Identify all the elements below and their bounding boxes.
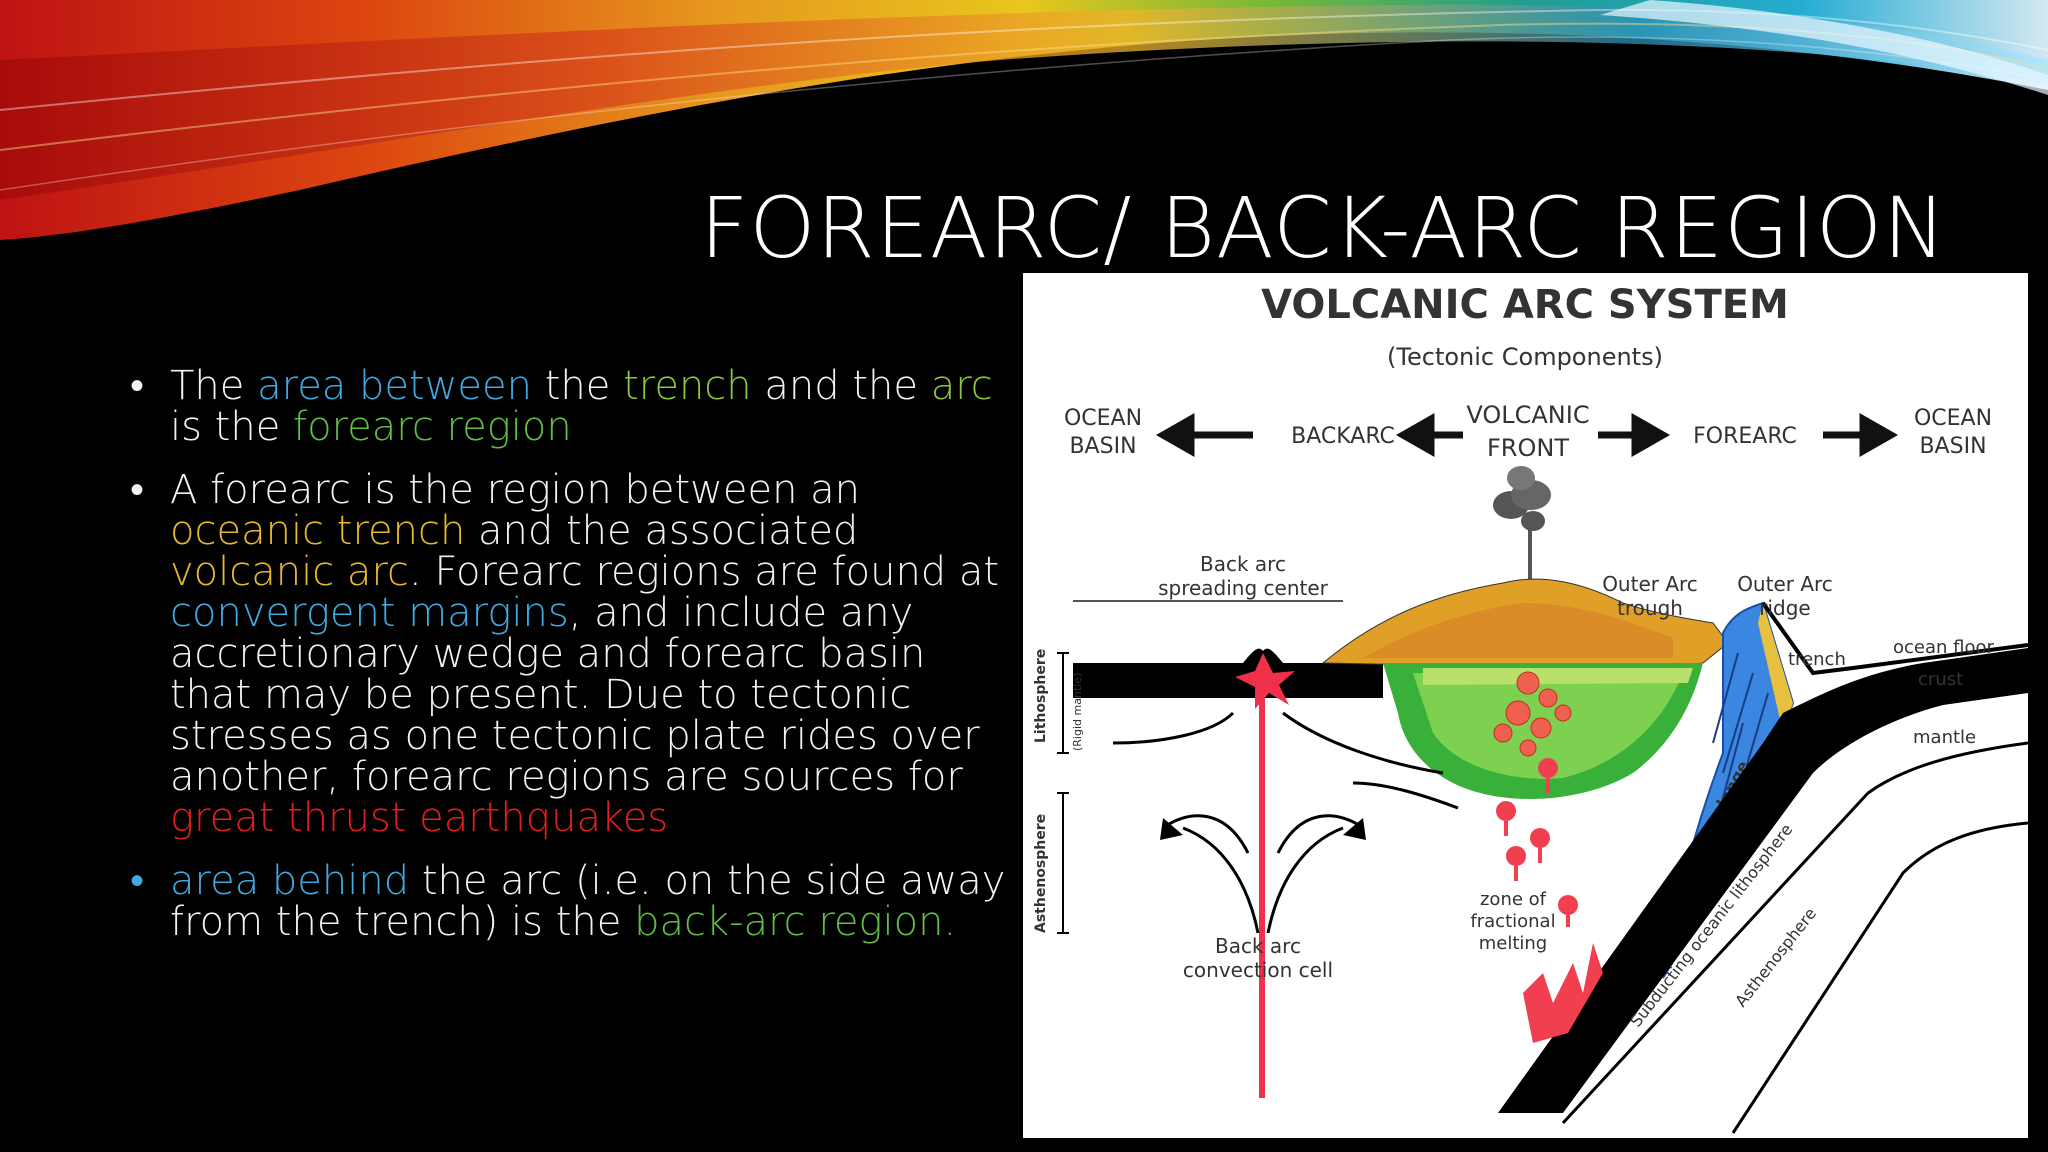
oceanic-crust <box>1498 648 2028 1113</box>
label-fractional-melting-1: zone of <box>1480 889 1547 910</box>
label-outer-arc-ridge-1: Outer Arc <box>1737 572 1833 596</box>
label-lithosphere-sub: (Rigid mantle) <box>1071 673 1084 751</box>
label-fractional-melting-2: fractional <box>1470 911 1555 932</box>
bullet-dot: • <box>130 467 145 513</box>
label-ocean-basin-left-2: BASIN <box>1069 434 1136 459</box>
convection-arrowhead-right <box>1343 818 1366 840</box>
label-volcanic-front-1: VOLCANIC <box>1466 401 1589 429</box>
label-convection-cell-1: Back arc <box>1215 934 1301 958</box>
ocean-floor-line <box>1761 601 2028 676</box>
backarc-crust <box>1073 648 1383 698</box>
slide-title: FOREARC/ BACK-ARC REGION <box>700 179 1947 277</box>
diagram-svg: VOLCANIC ARC SYSTEM (Tectonic Components… <box>1033 282 2028 1134</box>
label-outer-arc-trough-1: Outer Arc <box>1602 572 1698 596</box>
label-back-arc-spreading-1: Back arc <box>1200 552 1286 576</box>
lithosphere-scale <box>1057 652 1069 934</box>
label-lithosphere: Lithosphere <box>1033 649 1049 743</box>
bullet-text-run: A forearc is the region between an <box>170 467 860 513</box>
label-convection-cell-2: convection cell <box>1183 958 1333 982</box>
bullet-text-run: area between <box>257 363 532 409</box>
bullet-item: • area behind the arc (i.e. on the side a… <box>130 861 1010 943</box>
diagram-title: VOLCANIC ARC SYSTEM <box>1261 282 1789 328</box>
convection-curve-right <box>1282 711 1444 775</box>
convection-arrows <box>1162 814 1364 934</box>
label-asthenosphere-right: Asthenosphere <box>1731 904 1820 1010</box>
bullet-item: • A forearc is the region between an ocea… <box>130 470 1010 839</box>
melting-drops <box>1496 758 1603 1043</box>
spreading-center-burst <box>1235 653 1295 1098</box>
bullet-text-run: . Forearc regions are found at <box>409 549 1000 595</box>
bullet-text-run: trench <box>623 363 752 409</box>
bullet-text-run: The <box>170 363 258 409</box>
bullet-text-run: the arc (i.e. on the side away from the … <box>170 858 1006 945</box>
label-back-arc-spreading-2: spreading center <box>1158 576 1329 600</box>
left-asthenosphere-boundary <box>1352 781 1459 810</box>
bullet-text-run: and the associated <box>465 508 859 554</box>
lithosphere-boundary <box>1561 741 2028 1125</box>
arrow-right-2 <box>1823 412 1899 458</box>
label-outer-arc-trough-2: trough <box>1617 596 1683 620</box>
label-fractional-melting-3: melting <box>1479 933 1548 954</box>
arrow-left-1 <box>1155 412 1253 458</box>
bullet-text-run: great thrust earthquakes <box>170 795 669 841</box>
arrow-left-2 <box>1395 412 1463 458</box>
arrow-right-1 <box>1598 412 1671 458</box>
label-outer-arc-ridge-2: ridge <box>1759 596 1810 620</box>
wedge-yellow <box>1758 603 1793 733</box>
bullet-dot: • <box>130 363 145 409</box>
label-mantle: mantle <box>1913 727 1976 748</box>
bullet-text-run: is the <box>170 404 294 450</box>
convection-arrowhead-left <box>1160 818 1183 840</box>
label-ocean-basin-left-1: OCEAN <box>1064 406 1142 431</box>
volcanic-arc-diagram: VOLCANIC ARC SYSTEM (Tectonic Components… <box>1023 273 2028 1138</box>
label-volcanic-front-2: FRONT <box>1487 434 1569 462</box>
bullet-text-run: back-arc region. <box>634 899 957 945</box>
bullet-text-run: forearc region <box>293 404 572 450</box>
label-ocean-basin-right-2: BASIN <box>1919 434 1986 459</box>
bullet-text-run: volcanic arc <box>170 549 410 595</box>
bullet-text-run: and the <box>751 363 931 409</box>
bullet-item: • The area between the trench and the arc… <box>130 366 1010 448</box>
arc-light-band <box>1423 668 1693 685</box>
label-ocean-basin-right-1: OCEAN <box>1914 406 1992 431</box>
convection-curve-left <box>1112 711 1235 745</box>
bullet-dot: • <box>130 858 145 904</box>
bullet-text-run: , and include any accretionary wedge and… <box>170 590 980 800</box>
decorative-banner <box>0 0 2048 240</box>
bullet-text-run: convergent margins <box>170 590 569 636</box>
label-ocean-floor: ocean floor <box>1893 637 1995 658</box>
asthenosphere-boundary <box>1731 821 2028 1134</box>
bullet-text-run: arc <box>930 363 993 409</box>
arc-orange-band <box>1363 603 1673 658</box>
bullet-list: • The area between the trench and the arc… <box>130 366 1010 965</box>
label-backarc: BACKARC <box>1291 424 1395 449</box>
bullet-text-run: the <box>532 363 624 409</box>
label-crust: crust <box>1918 669 1963 690</box>
bullet-text-run: area behind <box>170 858 410 904</box>
magma-chamber <box>1493 671 1572 757</box>
bullet-text-run: oceanic trench <box>170 508 466 554</box>
diagram-subtitle: (Tectonic Components) <box>1387 343 1663 371</box>
label-trench: trench <box>1788 649 1846 670</box>
label-asthenosphere-left: Asthenosphere <box>1033 814 1049 933</box>
wedge-lines <box>1702 652 1769 874</box>
label-forearc: FOREARC <box>1693 424 1797 449</box>
volcanic-plume <box>1493 466 1551 588</box>
